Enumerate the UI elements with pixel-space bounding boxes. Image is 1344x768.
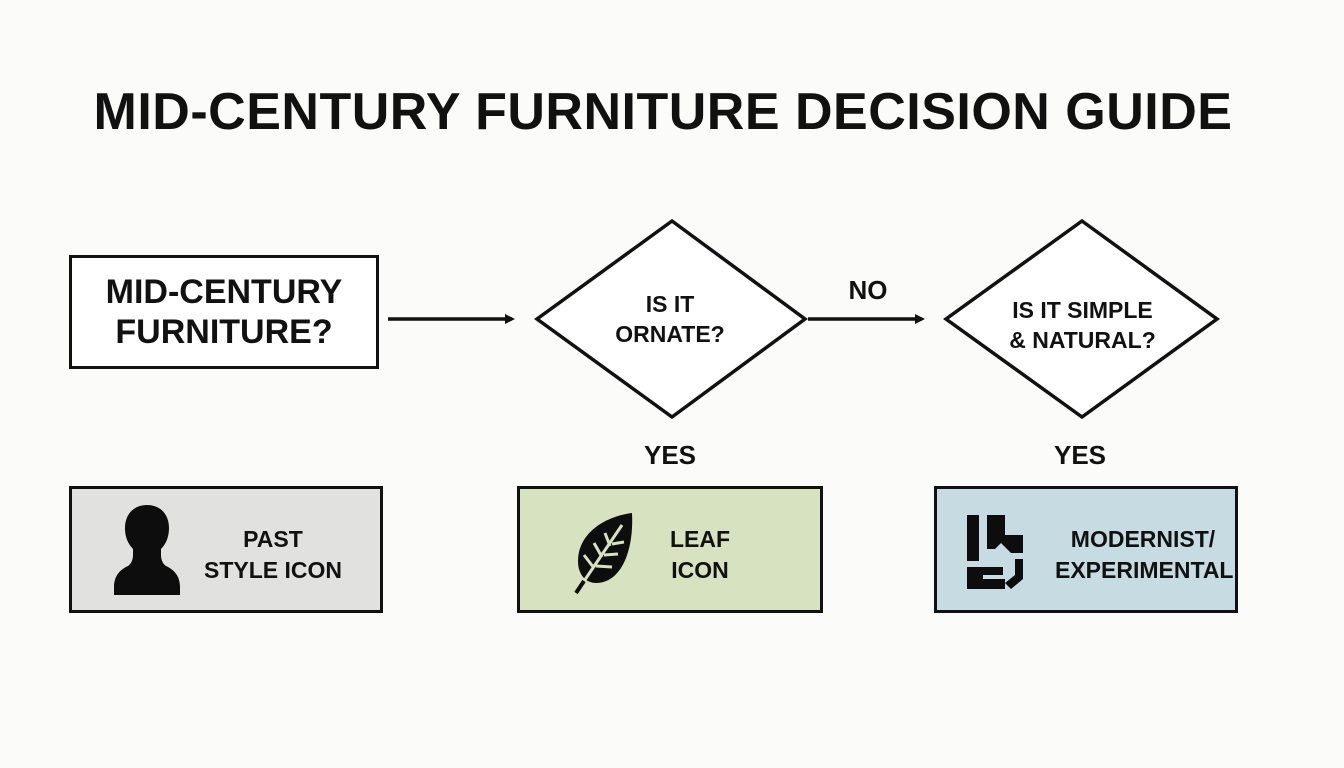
edge-label-yes-simple: YES: [1053, 440, 1107, 470]
result-modernist: MODERNIST/ EXPERIMENTAL: [934, 486, 1238, 613]
result-leaf-line2: ICON: [671, 557, 729, 583]
abstract-geometric-icon: [967, 515, 1023, 589]
decision-simple-line1: IS IT SIMPLE: [1012, 297, 1153, 323]
decision-simple-diamond: [943, 218, 1220, 420]
start-node: MID-CENTURY FURNITURE?: [69, 255, 379, 369]
leaf-icon: [574, 513, 633, 595]
decision-ornate-label: IS IT ORNATE?: [575, 287, 765, 351]
edge-label-yes-ornate: YES: [643, 440, 697, 470]
result-past-label: PAST STYLE ICON: [198, 524, 348, 586]
result-past-line2: STYLE ICON: [203, 557, 342, 583]
result-modernist-line1: MODERNIST/: [1070, 526, 1216, 552]
decision-ornate-diamond: [534, 218, 808, 420]
start-node-line1: MID-CENTURY: [105, 273, 343, 311]
decision-ornate-line1: IS IT: [645, 291, 695, 317]
edge-label-no: NO: [848, 275, 888, 305]
page-title: MID-CENTURY FURNITURE DECISION GUIDE: [93, 83, 1233, 141]
result-past-line1: PAST: [243, 526, 303, 552]
decision-simple-line2: & NATURAL?: [1009, 327, 1156, 353]
start-node-line2: FURNITURE?: [115, 313, 333, 351]
result-modernist-label: MODERNIST/ EXPERIMENTAL: [1055, 524, 1234, 586]
result-modernist-line2: EXPERIMENTAL: [1055, 557, 1234, 583]
bust-silhouette-icon: [114, 505, 180, 595]
decision-simple-label: IS IT SIMPLE & NATURAL?: [985, 293, 1180, 357]
result-past-style: PAST STYLE ICON: [69, 486, 383, 613]
result-leaf: LEAF ICON: [517, 486, 823, 613]
result-leaf-label: LEAF ICON: [650, 524, 750, 586]
result-leaf-line1: LEAF: [669, 526, 731, 552]
decision-ornate-line2: ORNATE?: [615, 321, 725, 347]
